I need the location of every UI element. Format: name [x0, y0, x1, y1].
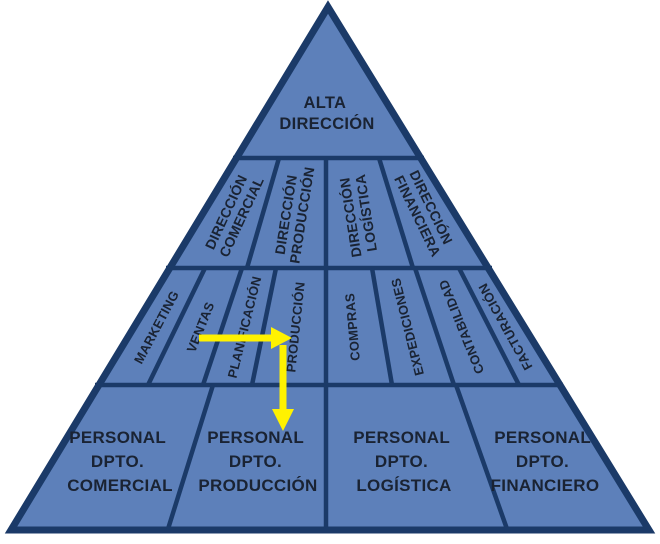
- cell-personal-comercial: PERSONAL DPTO. COMERCIAL: [67, 428, 173, 495]
- divider-comercial-produccion: [244, 157, 282, 269]
- divider-logistica-financiera: [376, 157, 416, 269]
- cell-alta-direccion: ALTA DIRECCIÓN: [279, 94, 374, 133]
- divider-expediciones-contabilidad: [412, 267, 457, 386]
- cell-compras: COMPRAS: [342, 292, 363, 361]
- cell-personal-produccion: PERSONAL DPTO. PRODUCCIÓN: [198, 428, 317, 495]
- divider-ventas-planificacion: [200, 267, 245, 386]
- alta-direccion-line2: DIRECCIÓN: [279, 114, 374, 133]
- cell-personal-logistica: PERSONAL DPTO. LOGÍSTICA: [353, 428, 455, 495]
- cell-direccion-produccion: DIRECCIÓN PRODUCCIÓN: [270, 163, 318, 265]
- divider-personal-logistica-financiero: [453, 384, 510, 530]
- divider-compras-expediciones: [369, 267, 395, 386]
- arrow-ventas-to-produccion-head: [271, 327, 292, 349]
- alta-direccion-line1: ALTA: [303, 94, 346, 112]
- flow-arrows: [199, 327, 294, 431]
- divider-planificacion-produccion: [249, 267, 279, 386]
- divider-marketing-ventas: [145, 267, 208, 386]
- level4-dividers: [165, 384, 510, 530]
- divider-contabilidad-facturacion: [456, 266, 522, 387]
- level2-dividers: [244, 157, 416, 269]
- level-boundaries: [95, 155, 563, 388]
- divider-personal-comercial-produccion: [165, 384, 216, 530]
- level3-dividers: [145, 266, 522, 387]
- arrow-produccion-to-personal-head: [272, 409, 294, 431]
- cell-personal-financiero: PERSONAL DPTO. FINANCIERO: [491, 428, 600, 495]
